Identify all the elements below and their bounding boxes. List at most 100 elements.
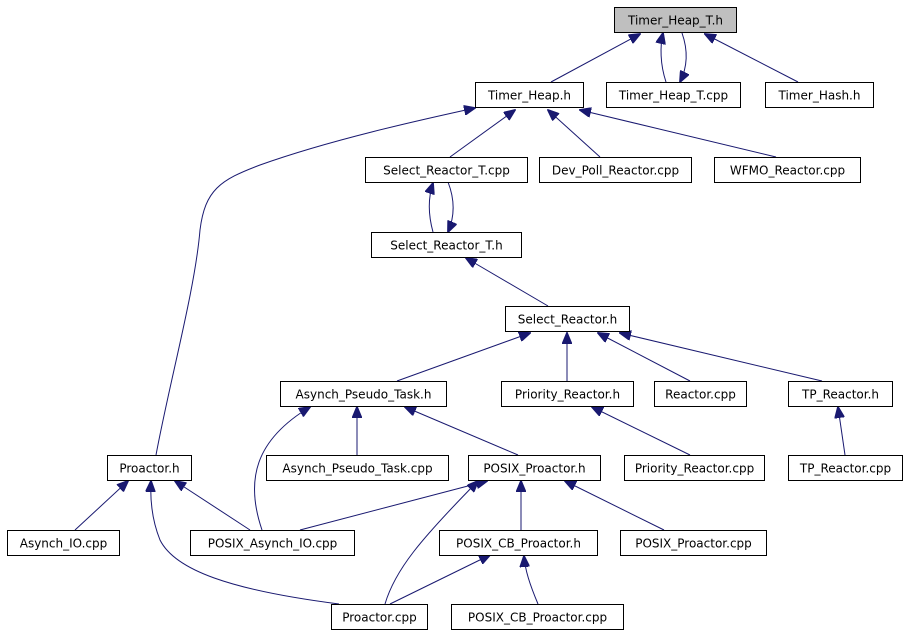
- edge-proactor-cpp-to-posix-cb-proactor-h: [389, 555, 490, 605]
- node-posix-cb-proactor-h[interactable]: POSIX_CB_Proactor.h: [439, 530, 598, 556]
- edge-priority-reactor-cpp-to-priority-reactor-h: [592, 407, 691, 456]
- edge-select-reactor-t-cpp-to-select-reactor-t-h: [429, 183, 433, 233]
- node-box: [539, 157, 692, 183]
- node-box: [468, 455, 601, 481]
- node-priority-reactor-cpp[interactable]: Priority_Reactor.cpp: [624, 455, 765, 481]
- node-label: TP_Reactor.h: [801, 388, 879, 402]
- node-box: [788, 381, 893, 407]
- node-timer-heap-h[interactable]: Timer_Heap.h: [475, 82, 584, 108]
- node-label: Priority_Reactor.h: [515, 388, 620, 402]
- edge-posix-proactor-cpp-to-posix-proactor-h: [565, 481, 665, 531]
- node-box: [331, 604, 428, 630]
- edge-posix-asynch-io-cpp-to-asynch-pseudo-task-h: [254, 407, 310, 531]
- node-box: [7, 530, 120, 556]
- edge-select-reactor-t-cpp-to-timer-heap-h: [449, 110, 515, 158]
- node-posix-asynch-io-cpp[interactable]: POSIX_Asynch_IO.cpp: [190, 530, 355, 556]
- node-label: Select_Reactor_T.h: [390, 239, 502, 253]
- node-label: Asynch_Pseudo_Task.cpp: [282, 462, 432, 476]
- node-tp-reactor-h[interactable]: TP_Reactor.h: [788, 381, 893, 407]
- node-box: [765, 82, 874, 108]
- edges-layer: [74, 32, 846, 605]
- node-tp-reactor-cpp[interactable]: TP_Reactor.cpp: [788, 455, 903, 481]
- node-box: [505, 306, 630, 332]
- edge-timer-heap-t-h-to-timer-heap-t-cpp: [680, 32, 686, 82]
- node-box: [654, 381, 747, 407]
- node-label: POSIX_CB_Proactor.h: [456, 537, 581, 551]
- node-posix-proactor-cpp[interactable]: POSIX_Proactor.cpp: [620, 530, 767, 556]
- edge-posix-cb-proactor-cpp-to-posix-cb-proactor-h: [524, 556, 539, 605]
- node-label: WFMO_Reactor.cpp: [730, 164, 845, 178]
- edge-tp-reactor-h-to-select-reactor-h: [620, 333, 823, 382]
- node-proactor-h[interactable]: Proactor.h: [107, 455, 192, 481]
- edge-proactor-cpp-to-posix-proactor-h: [384, 481, 478, 605]
- node-asynch-pseudo-task-cpp[interactable]: Asynch_Pseudo_Task.cpp: [266, 455, 449, 481]
- edge-timer-hash-h-to-timer-heap-t-h: [705, 34, 799, 83]
- node-label: Dev_Poll_Reactor.cpp: [552, 164, 679, 178]
- node-label: POSIX_Proactor.h: [483, 462, 585, 476]
- node-box: [501, 381, 634, 407]
- node-asynch-pseudo-task-h[interactable]: Asynch_Pseudo_Task.h: [280, 381, 447, 407]
- node-label: Asynch_IO.cpp: [20, 537, 108, 551]
- node-label: TP_Reactor.cpp: [799, 462, 891, 476]
- node-label: Timer_Heap_T.cpp: [618, 89, 728, 103]
- node-dev-poll-reactor-cpp[interactable]: Dev_Poll_Reactor.cpp: [539, 157, 692, 183]
- node-box: [371, 232, 522, 258]
- edge-select-reactor-h-to-select-reactor-t-h: [466, 258, 549, 307]
- node-box: [280, 381, 447, 407]
- node-priority-reactor-h[interactable]: Priority_Reactor.h: [501, 381, 634, 407]
- node-box: [606, 82, 741, 108]
- node-label: Select_Reactor.h: [518, 313, 617, 327]
- edge-reactor-cpp-to-select-reactor-h: [598, 333, 691, 382]
- node-label: Proactor.cpp: [342, 611, 417, 625]
- node-label: Reactor.cpp: [665, 388, 736, 402]
- node-box: [107, 455, 192, 481]
- node-select-reactor-h[interactable]: Select_Reactor.h: [505, 306, 630, 332]
- node-box: [439, 530, 598, 556]
- node-label: Select_Reactor_T.cpp: [383, 164, 510, 178]
- node-box: [451, 604, 624, 630]
- node-asynch-io-cpp[interactable]: Asynch_IO.cpp: [7, 530, 120, 556]
- edge-timer-heap-t-cpp-to-timer-heap-t-h: [661, 33, 667, 83]
- node-proactor-cpp[interactable]: Proactor.cpp: [331, 604, 428, 630]
- node-box: [365, 157, 528, 183]
- edge-timer-heap-h-to-timer-heap-t-h: [550, 34, 640, 83]
- node-box: [624, 455, 765, 481]
- node-box: [475, 82, 584, 108]
- edge-dev-poll-reactor-cpp-to-timer-heap-h: [548, 110, 601, 158]
- node-reactor-cpp[interactable]: Reactor.cpp: [654, 381, 747, 407]
- node-label: Proactor.h: [119, 462, 179, 476]
- node-box: [190, 530, 355, 556]
- edge-posix-proactor-h-to-asynch-pseudo-task-h: [405, 407, 519, 456]
- node-select-reactor-t-cpp[interactable]: Select_Reactor_T.cpp: [365, 157, 528, 183]
- node-timer-hash-h[interactable]: Timer_Hash.h: [765, 82, 874, 108]
- edge-proactor-cpp-to-proactor-h: [151, 481, 340, 605]
- node-label: Asynch_Pseudo_Task.h: [296, 388, 432, 402]
- edge-posix-asynch-io-cpp-to-posix-proactor-h: [299, 481, 487, 531]
- node-posix-proactor-h[interactable]: POSIX_Proactor.h: [468, 455, 601, 481]
- node-label: POSIX_Asynch_IO.cpp: [208, 537, 338, 551]
- node-posix-cb-proactor-cpp[interactable]: POSIX_CB_Proactor.cpp: [451, 604, 624, 630]
- edge-wfmo-reactor-cpp-to-timer-heap-h: [580, 110, 777, 158]
- node-label: Timer_Heap.h: [487, 89, 571, 103]
- node-box: [266, 455, 449, 481]
- node-box: [620, 530, 767, 556]
- node-timer-heap-t-cpp[interactable]: Timer_Heap_T.cpp: [606, 82, 741, 108]
- node-box: [714, 157, 861, 183]
- edge-proactor-h-to-timer-heap-h: [155, 108, 475, 456]
- edge-posix-asynch-io-cpp-to-proactor-h: [175, 481, 251, 531]
- node-box: [788, 455, 903, 481]
- node-timer-heap-t-h[interactable]: Timer_Heap_T.h: [614, 7, 737, 33]
- node-wfmo-reactor-cpp[interactable]: WFMO_Reactor.cpp: [714, 157, 861, 183]
- node-label: Timer_Hash.h: [778, 89, 861, 103]
- edge-select-reactor-t-h-to-select-reactor-t-cpp: [448, 181, 453, 232]
- node-label: POSIX_Proactor.cpp: [635, 537, 752, 551]
- node-label: Timer_Heap_T.h: [627, 14, 723, 28]
- node-box: [614, 7, 737, 33]
- edge-tp-reactor-cpp-to-tp-reactor-h: [838, 407, 846, 456]
- node-label: POSIX_CB_Proactor.cpp: [468, 611, 607, 625]
- edge-asynch-io-cpp-to-proactor-h: [74, 481, 128, 531]
- node-select-reactor-t-h[interactable]: Select_Reactor_T.h: [371, 232, 522, 258]
- node-label: Priority_Reactor.cpp: [635, 462, 754, 476]
